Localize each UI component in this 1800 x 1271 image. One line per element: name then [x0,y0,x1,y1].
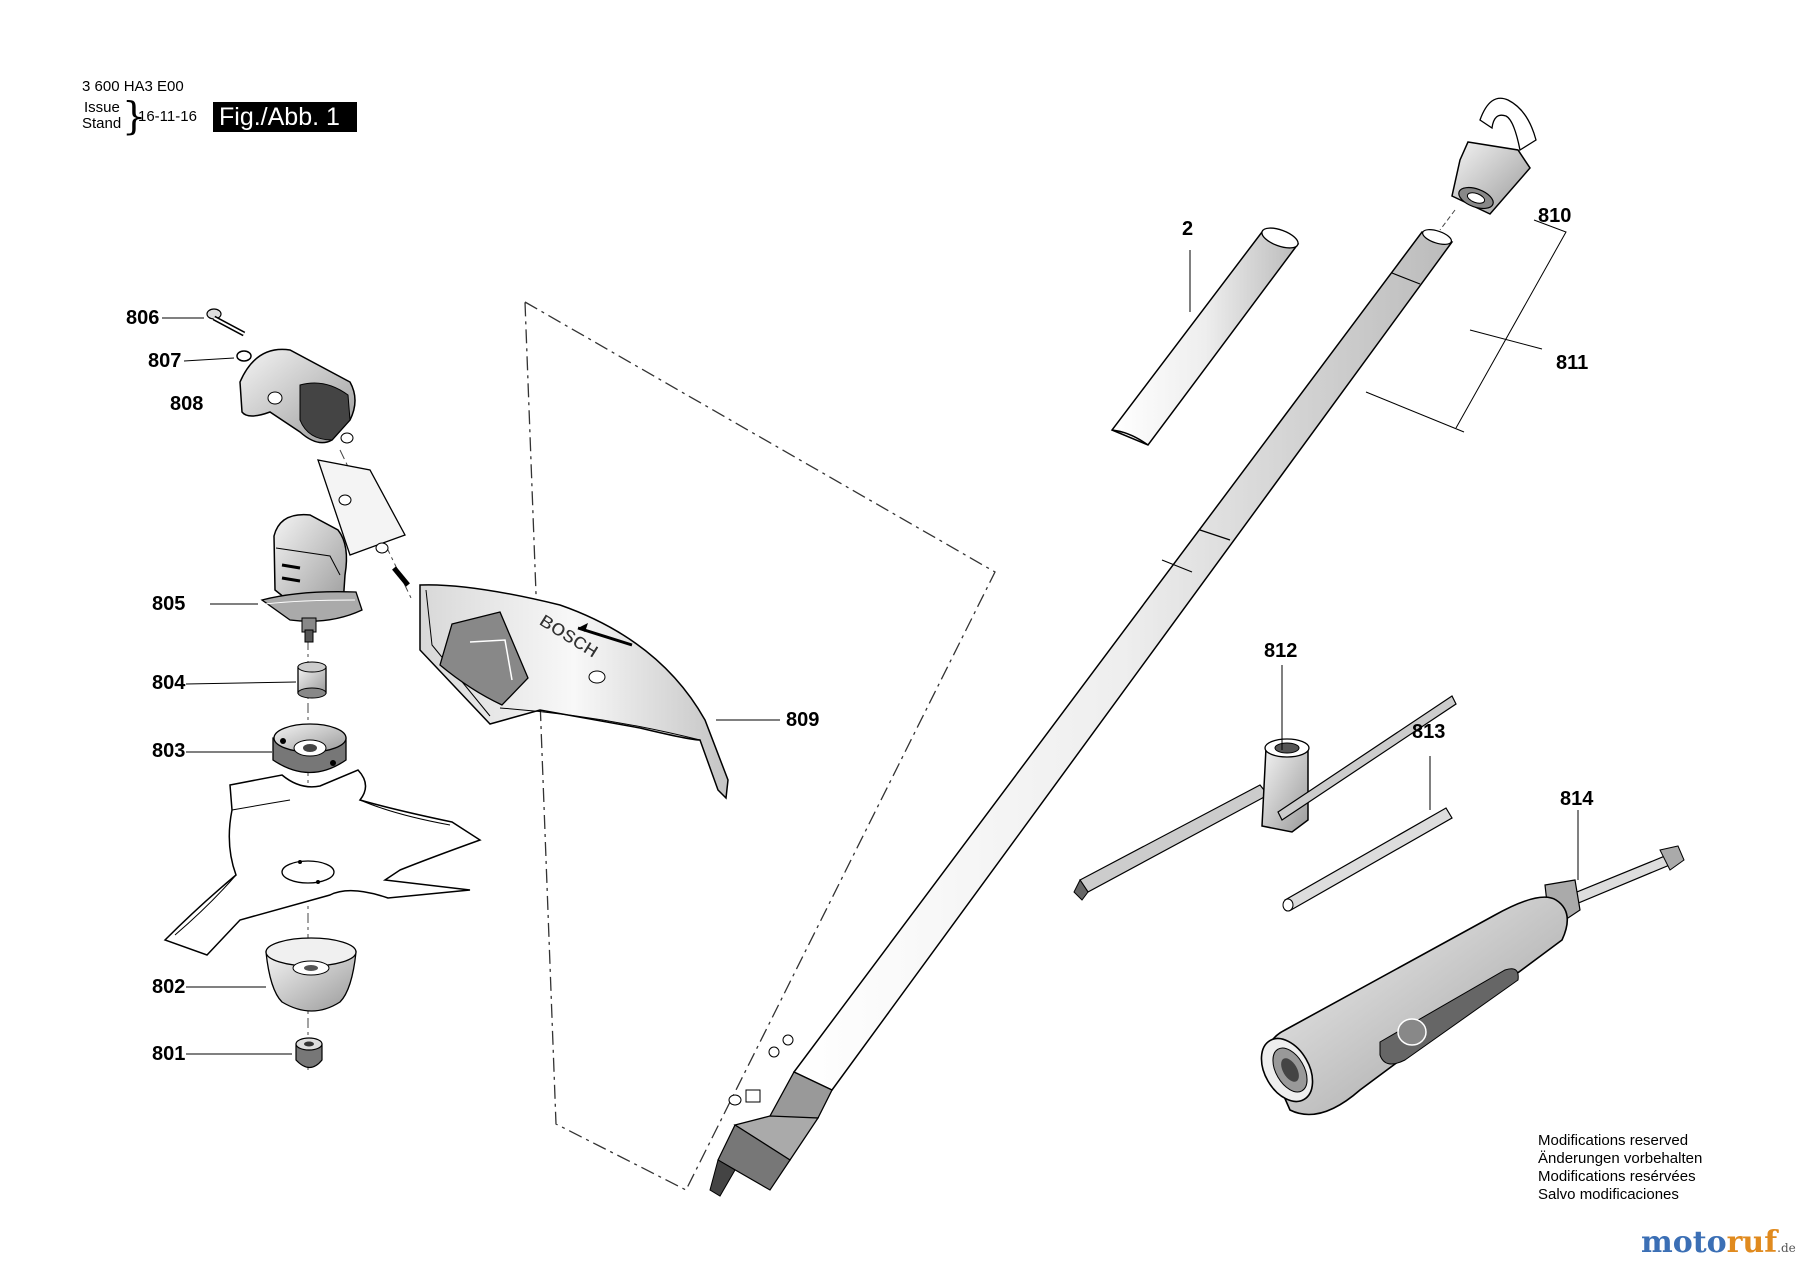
note-de: Änderungen vorbehalten [1538,1150,1703,1167]
cup-washer-802-drawing [265,937,357,1012]
nut-801-drawing [295,1037,323,1069]
part-label-812: 812 [1264,640,1298,662]
box-wrench-812-drawing [1073,738,1310,901]
issue-date: 16-11-16 [138,108,197,125]
screw-806-drawing [206,308,246,337]
cap-810-drawing [1439,97,1537,231]
note-en: Modifications reserved [1538,1132,1689,1149]
part-label-2: 2 [1182,218,1194,240]
part-label-808: 808 [170,393,204,415]
clamp-808-drawing [239,348,356,444]
gear-head-805-drawing [260,513,363,643]
part-label-804: 804 [152,672,186,694]
stand-label: Stand [82,115,122,132]
assembly-dashed-outline [524,300,996,1191]
part-label-810: 810 [1538,205,1572,227]
head-tube-drawing [317,459,410,587]
part-label-806: 806 [126,307,160,329]
part-label-809: 809 [786,709,820,731]
note-fr: Modifications resérvées [1538,1168,1696,1185]
header-brace: } [122,94,147,138]
document-number: 3 600 HA3 E00 [82,78,184,95]
cutting-blade-drawing [163,769,482,956]
pin-813-drawing [1282,807,1453,912]
watermark-part-1: moto [1641,1225,1727,1260]
part-label-807: 807 [148,350,182,372]
part-label-805: 805 [152,593,186,615]
part-label-813: 813 [1412,721,1446,743]
washer-807-drawing [236,350,252,362]
part-label-801: 801 [152,1043,186,1065]
bushing-804-drawing [297,661,327,699]
rod-813-drawing [1277,695,1457,821]
part-label-803: 803 [152,740,186,762]
leader-lines [162,219,1579,1055]
note-es: Salvo modificaciones [1538,1186,1679,1203]
watermark-logo: motoruf.de [1641,1225,1796,1260]
part-label-811: 811 [1556,352,1589,374]
tube-part-2-drawing [1110,227,1300,446]
part-label-814: 814 [1560,788,1594,810]
modifications-notes: Modifications reserved Änderungen vorbeh… [1538,1132,1702,1204]
watermark-tld: .de [1777,1241,1796,1255]
shaft-811-drawing [709,229,1454,1197]
guard-809-drawing: BOSCH [419,584,729,800]
part-label-802: 802 [152,976,186,998]
figure-badge: Fig./Abb. 1 [213,102,357,132]
flange-803-drawing [272,723,347,774]
issue-label: Issue [84,99,120,116]
watermark-part-2: ruf [1726,1225,1778,1260]
